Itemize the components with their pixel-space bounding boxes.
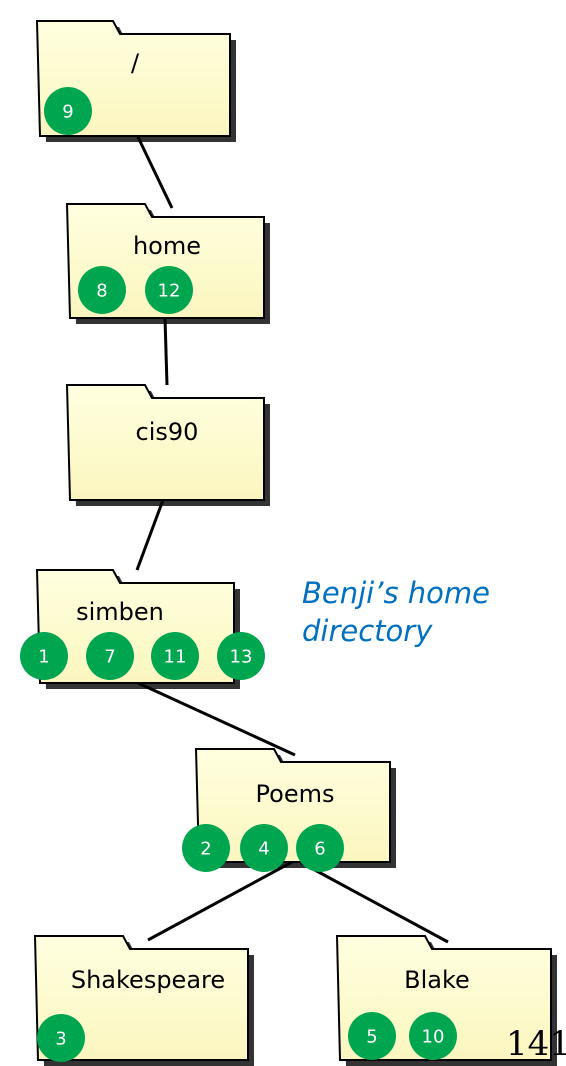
folder-home[interactable]: home 8 12 bbox=[65, 203, 270, 324]
badge-number: 11 bbox=[164, 647, 187, 668]
badge: 8 bbox=[78, 266, 126, 314]
folder-label: Blake bbox=[404, 966, 470, 994]
badge: 11 bbox=[151, 632, 199, 680]
badge-number: 3 bbox=[55, 1029, 66, 1050]
folder-poems[interactable]: Poems 2 4 6 bbox=[182, 748, 396, 872]
badge: 13 bbox=[217, 632, 265, 680]
folder-simben[interactable]: simben 1 7 11 13 bbox=[20, 569, 265, 689]
folder-blake[interactable]: Blake 5 10 bbox=[335, 935, 557, 1066]
home-directory-caption: Benji’s home directory bbox=[302, 574, 562, 650]
connector-simben-poems bbox=[137, 681, 296, 757]
badge-number: 12 bbox=[158, 281, 181, 302]
badge: 9 bbox=[44, 87, 92, 135]
badge-number: 8 bbox=[96, 281, 107, 302]
folder-label: home bbox=[133, 232, 201, 260]
badge: 3 bbox=[37, 1014, 85, 1062]
folder-label: Poems bbox=[256, 780, 335, 808]
badge-number: 7 bbox=[104, 647, 115, 668]
badge: 1 bbox=[20, 632, 68, 680]
badge-number: 5 bbox=[366, 1027, 377, 1048]
folder-label: / bbox=[131, 49, 140, 77]
folder-poems-shape bbox=[194, 748, 391, 863]
folder-root[interactable]: / 9 bbox=[35, 20, 236, 142]
folder-simben-shape bbox=[35, 569, 235, 684]
connector-home-cis90 bbox=[163, 317, 169, 386]
badge-number: 1 bbox=[38, 647, 49, 668]
badge-number: 10 bbox=[422, 1027, 445, 1048]
badge-number: 4 bbox=[258, 839, 269, 860]
connector-poems-blake bbox=[299, 860, 449, 944]
badge-number: 2 bbox=[200, 839, 211, 860]
tree-connectors bbox=[135, 134, 449, 944]
badge-number: 13 bbox=[230, 647, 253, 668]
badge: 12 bbox=[145, 266, 193, 314]
badge: 2 bbox=[182, 824, 230, 872]
folder-cis90[interactable]: cis90 bbox=[65, 384, 270, 506]
connector-root-home bbox=[135, 134, 174, 209]
connector-poems-shakespeare bbox=[147, 860, 293, 942]
folder-shakespeare-shape bbox=[33, 935, 249, 1061]
connector-cis90-simben bbox=[135, 499, 165, 571]
badge-number: 9 bbox=[62, 102, 73, 123]
folder-label: Shakespeare bbox=[71, 966, 225, 994]
badge: 10 bbox=[409, 1012, 457, 1060]
badge: 4 bbox=[240, 824, 288, 872]
caption-line-2: directory bbox=[302, 614, 433, 648]
badge: 6 bbox=[296, 824, 344, 872]
folder-shakespeare[interactable]: Shakespeare 3 bbox=[33, 935, 254, 1066]
page-number: 141 bbox=[506, 1024, 566, 1064]
badge: 7 bbox=[86, 632, 134, 680]
folder-label: simben bbox=[76, 598, 164, 626]
folder-cis90-shape bbox=[65, 384, 265, 501]
folder-label: cis90 bbox=[136, 418, 199, 446]
caption-line-1: Benji’s home bbox=[302, 576, 490, 610]
badge-number: 6 bbox=[314, 839, 325, 860]
badge: 5 bbox=[348, 1012, 396, 1060]
